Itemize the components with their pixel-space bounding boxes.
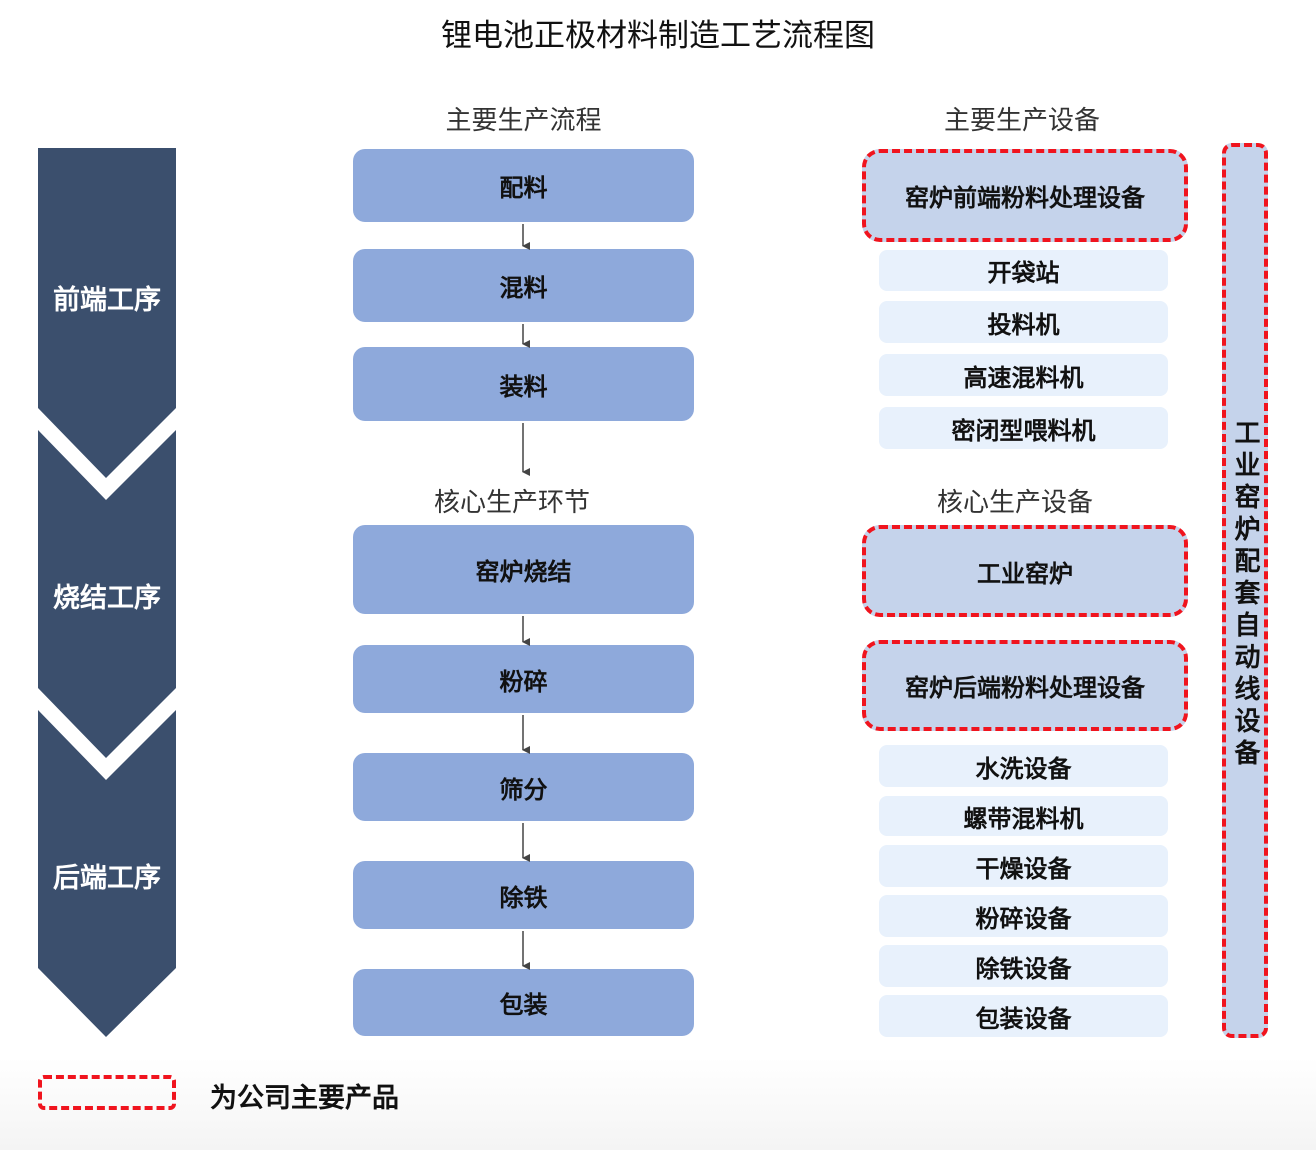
flow-arrows [522, 224, 530, 970]
core-heading: 核心生产环节 [433, 488, 590, 518]
equipment-item: 干燥设备 [879, 845, 1168, 887]
legend-swatch [38, 1075, 176, 1110]
step-box: 混料 [353, 249, 694, 322]
equipment-item: 水洗设备 [879, 745, 1168, 787]
auto-line-label: 工业窑炉配套自动线设备 [1230, 419, 1260, 771]
equipment-item: 密闭型喂料机 [879, 407, 1168, 449]
auto-line-equipment: 工业窑炉配套自动线设备 [1222, 143, 1268, 1038]
step-box: 包装 [353, 969, 694, 1036]
equipment-item: 除铁设备 [879, 945, 1168, 987]
equipment-item: 螺带混料机 [879, 796, 1168, 836]
equipment-heading: 主要生产设备 [943, 106, 1100, 136]
equipment-item: 粉碎设备 [879, 895, 1168, 937]
equipment-item: 投料机 [879, 301, 1168, 343]
step-box: 配料 [353, 149, 694, 222]
equipment-item: 开袋站 [879, 250, 1168, 291]
step-box: 筛分 [353, 753, 694, 821]
kiln-main: 工业窑炉 [862, 525, 1188, 617]
back-equipment-main: 窑炉后端粉料处理设备 [862, 640, 1188, 731]
stage-front: 前端工序 [53, 285, 161, 316]
stage-sinter: 烧结工序 [53, 583, 161, 614]
step-box: 粉碎 [353, 645, 694, 713]
equipment-item: 包装设备 [879, 995, 1168, 1037]
stage-back-shape [38, 710, 176, 1037]
core-equipment-heading: 核心生产设备 [936, 488, 1093, 518]
equipment-item: 高速混料机 [879, 354, 1168, 396]
step-box: 除铁 [353, 861, 694, 929]
process-heading: 主要生产流程 [445, 106, 602, 136]
stage-sinter-shape [38, 430, 176, 758]
step-box: 装料 [353, 347, 694, 421]
legend-label: 为公司主要产品 [210, 1083, 399, 1114]
front-equipment-main: 窑炉前端粉料处理设备 [862, 149, 1188, 242]
diagram-title: 锂电池正极材料制造工艺流程图 [441, 18, 875, 54]
stage-front-shape [38, 148, 176, 478]
stage-arrow [38, 148, 176, 1037]
stage-back: 后端工序 [53, 863, 161, 894]
step-box: 窑炉烧结 [353, 525, 694, 614]
